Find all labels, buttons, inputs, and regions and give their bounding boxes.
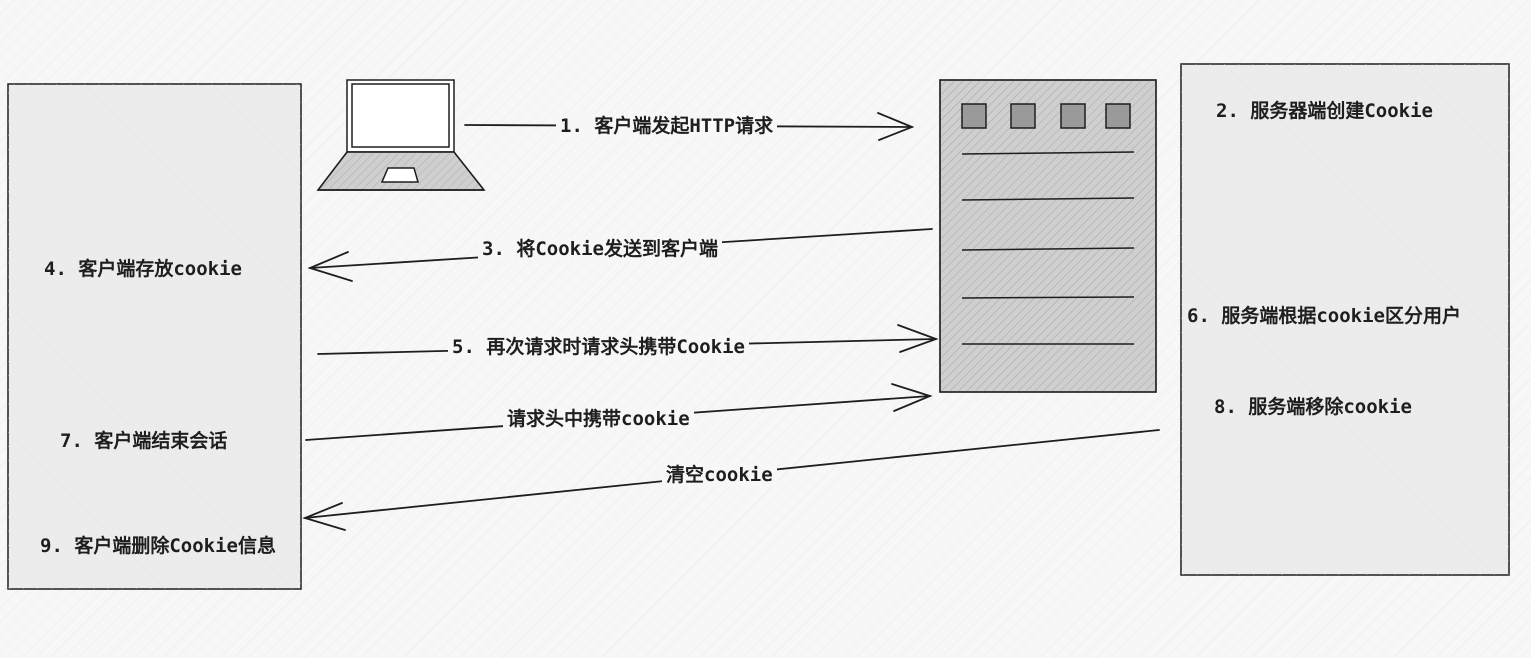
label-server-distinguish: 6. 服务端根据cookie区分用户 xyxy=(1187,305,1461,327)
label-request-again: 5. 再次请求时请求头携带Cookie xyxy=(448,335,749,359)
label-client-store: 4. 客户端存放cookie xyxy=(44,258,242,280)
server-box xyxy=(1180,63,1510,576)
label-header-cookie: 请求头中携带cookie xyxy=(503,407,694,431)
label-server-create: 2. 服务器端创建Cookie xyxy=(1216,100,1433,122)
label-request: 1. 客户端发起HTTP请求 xyxy=(556,114,778,138)
client-box xyxy=(7,83,302,590)
label-clear-cookie: 清空cookie xyxy=(662,463,777,487)
server-rack-icon xyxy=(939,79,1157,393)
label-client-end-session: 7. 客户端结束会话 xyxy=(60,430,228,452)
label-send-cookie: 3. 将Cookie发送到客户端 xyxy=(478,237,722,261)
label-server-remove: 8. 服务端移除cookie xyxy=(1214,396,1412,418)
laptop-icon xyxy=(316,79,486,191)
label-client-delete: 9. 客户端删除Cookie信息 xyxy=(40,535,276,557)
